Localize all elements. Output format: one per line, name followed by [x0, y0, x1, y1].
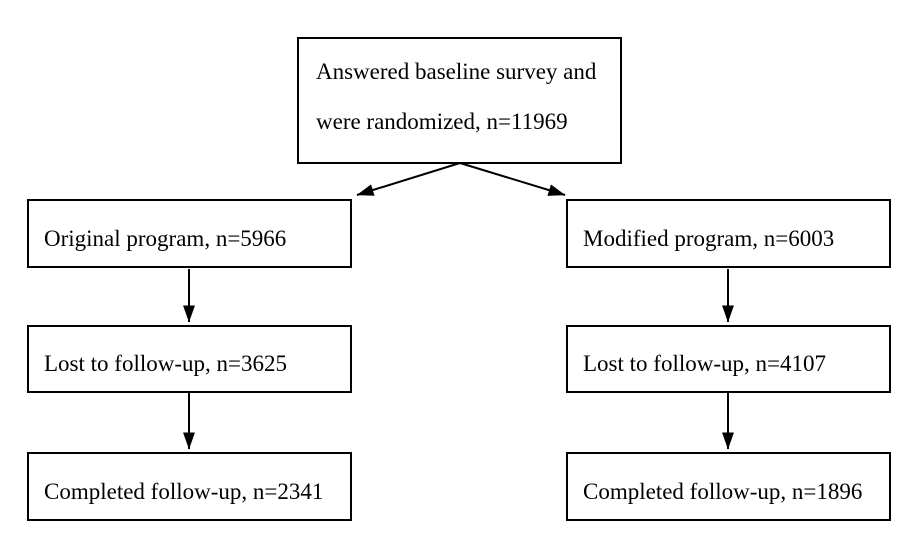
box-original-program-label: Original program, n=5966 [44, 225, 287, 251]
box-modified-program: Modified program, n=6003 [566, 199, 891, 268]
box-lost-to-follow-up-right-label: Lost to follow-up, n=4107 [583, 351, 826, 377]
box-randomized: Answered baseline survey and were random… [297, 37, 622, 164]
box-lost-to-follow-up-left: Lost to follow-up, n=3625 [27, 325, 352, 393]
box-randomized-line1: Answered baseline survey and [316, 59, 597, 84]
box-completed-follow-up-right-label: Completed follow-up, n=1896 [583, 478, 863, 504]
arrow-randomized-to-original [356, 162, 461, 196]
box-completed-follow-up-left: Completed follow-up, n=2341 [27, 452, 352, 521]
box-lost-to-follow-up-left-label: Lost to follow-up, n=3625 [44, 351, 287, 377]
box-completed-follow-up-left-label: Completed follow-up, n=2341 [44, 478, 324, 504]
box-modified-program-label: Modified program, n=6003 [583, 225, 835, 251]
box-randomized-line2: were randomized, n=11969 [316, 109, 568, 134]
arrow-randomized-to-modified [459, 162, 566, 196]
box-lost-to-follow-up-right: Lost to follow-up, n=4107 [566, 325, 891, 393]
box-original-program: Original program, n=5966 [27, 199, 352, 268]
box-completed-follow-up-right: Completed follow-up, n=1896 [566, 452, 891, 521]
